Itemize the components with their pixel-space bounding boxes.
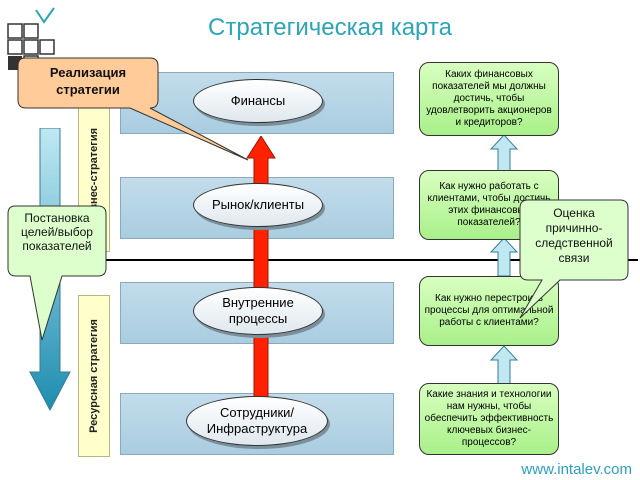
question-finance: Каких финансовых показателей мы должны д… xyxy=(419,62,559,136)
layer-market: Рынок/клиенты xyxy=(193,183,323,227)
callout-evaluation: Оценка причинно-следственной связи xyxy=(535,206,613,265)
website-link[interactable]: www.intalev.com xyxy=(521,461,632,478)
separator-line xyxy=(40,259,638,261)
small-up-arrow-icon xyxy=(490,346,518,384)
small-up-arrow-icon xyxy=(490,238,518,276)
callout-realization: Реализация стратегии xyxy=(49,65,127,97)
page-title: Стратегическая карта xyxy=(208,14,452,41)
layer-staff: Сотрудники/ Инфраструктура xyxy=(186,396,328,446)
layer-finance: Финансы xyxy=(193,79,323,123)
question-staff: Какие знания и технологии нам нужны, что… xyxy=(419,383,559,455)
resource-strategy-label: Ресурсная стратегия xyxy=(78,295,110,457)
question-processes: Как нужно перестроить процессы для оптим… xyxy=(419,276,559,346)
layer-processes: Внутренние процессы xyxy=(193,287,323,335)
small-up-arrow-icon xyxy=(490,135,518,171)
callout-goals: Постановка целей/выбор показателей xyxy=(21,211,93,253)
